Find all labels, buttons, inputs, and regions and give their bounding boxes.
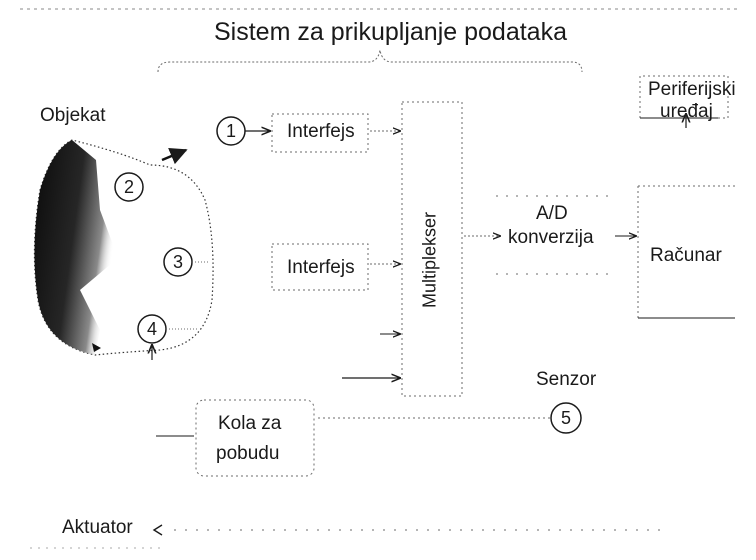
objekat-label: Objekat — [40, 106, 105, 125]
interfejs-2-label: Interfejs — [287, 258, 355, 277]
marker-2: 2 — [119, 178, 139, 196]
senzor-label: Senzor — [536, 370, 596, 389]
ad-label-line2: konverzija — [508, 228, 594, 247]
marker-5: 5 — [556, 409, 576, 427]
marker-1: 1 — [221, 122, 241, 140]
periferijski-label-line2: uređaj — [660, 102, 713, 121]
title-brace — [158, 50, 582, 72]
kola-label-line1: Kola za — [218, 414, 281, 433]
racunar-label: Računar — [650, 246, 722, 265]
multiplekser-label: Multiplekser — [420, 212, 441, 308]
object-to-sensor-arrow — [162, 150, 186, 160]
diagram-title: Sistem za prikupljanje podataka — [214, 20, 567, 45]
marker-3: 3 — [168, 253, 188, 271]
kola-label-line2: pobudu — [216, 444, 279, 463]
actuator-arrowhead — [154, 525, 162, 535]
kola-box — [196, 400, 314, 476]
ad-label-line1: A/D — [536, 204, 568, 223]
aktuator-label: Aktuator — [62, 518, 133, 537]
periferijski-label-line1: Periferijski — [648, 80, 736, 99]
interfejs-1-label: Interfejs — [287, 122, 355, 141]
marker-4: 4 — [142, 320, 162, 338]
